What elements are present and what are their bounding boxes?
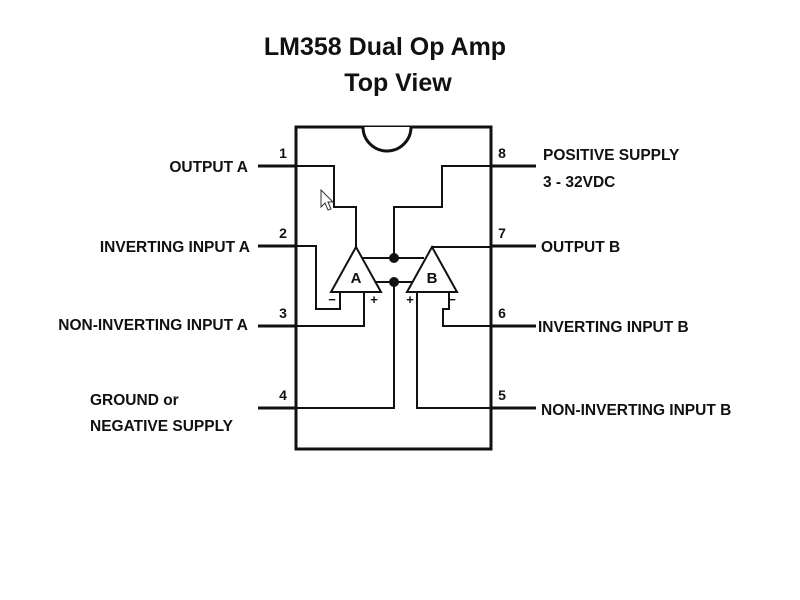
diagram-title: LM358 Dual Op Amp bbox=[264, 33, 506, 61]
op-amp-b-plus: + bbox=[406, 292, 414, 307]
pin-2-number: 2 bbox=[279, 225, 287, 241]
junction-ground bbox=[389, 277, 399, 287]
pin-3-label: NON-INVERTING INPUT A bbox=[58, 317, 248, 334]
pin-4-label-line2: NEGATIVE SUPPLY bbox=[90, 418, 234, 435]
pin-7-number: 7 bbox=[498, 225, 506, 241]
pin-6-label: INVERTING INPUT B bbox=[538, 319, 689, 336]
pin-5-number: 5 bbox=[498, 387, 506, 403]
pin-4-number: 4 bbox=[279, 387, 287, 403]
wire-output-a bbox=[296, 165, 357, 247]
op-amp-a-letter: A bbox=[351, 270, 362, 287]
wire-noninverting-b bbox=[416, 292, 491, 409]
wire-noninverting-a bbox=[296, 292, 365, 327]
op-amp-a-triangle bbox=[329, 244, 383, 293]
pin-1-label: OUTPUT A bbox=[169, 159, 248, 176]
pin1-notch bbox=[361, 126, 413, 153]
junction-vplus bbox=[389, 253, 399, 263]
internal-wiring bbox=[296, 165, 491, 409]
wire-inverting-b bbox=[442, 292, 491, 327]
pin-5-label: NON-INVERTING INPUT B bbox=[541, 402, 731, 419]
mouse-pointer-icon bbox=[320, 188, 335, 211]
pin-8-number: 8 bbox=[498, 145, 506, 161]
pin-8-label-line2: 3 - 32VDC bbox=[543, 174, 615, 191]
pin-3-number: 3 bbox=[279, 305, 287, 321]
op-amp-a: A − + bbox=[328, 244, 383, 307]
op-amp-a-plus: + bbox=[370, 292, 378, 307]
op-amp-a-minus: − bbox=[328, 292, 336, 307]
pin-2-label: INVERTING INPUT A bbox=[100, 239, 250, 256]
wire-positive-supply bbox=[393, 165, 491, 258]
op-amp-b-minus: − bbox=[448, 292, 456, 307]
pin-7-label: OUTPUT B bbox=[541, 239, 620, 256]
pin-4-label-line1: GROUND or bbox=[90, 392, 179, 409]
op-amp-b-letter: B bbox=[427, 270, 438, 287]
pin-1-number: 1 bbox=[279, 145, 287, 161]
op-amp-b-triangle bbox=[405, 244, 459, 293]
op-amp-b: B + − bbox=[405, 244, 459, 307]
wire-ground bbox=[296, 282, 395, 409]
wire-inverting-a bbox=[296, 245, 341, 310]
diagram-subtitle: Top View bbox=[344, 69, 452, 97]
pin-8-label-line1: POSITIVE SUPPLY bbox=[543, 147, 680, 164]
pin-6-number: 6 bbox=[498, 305, 506, 321]
